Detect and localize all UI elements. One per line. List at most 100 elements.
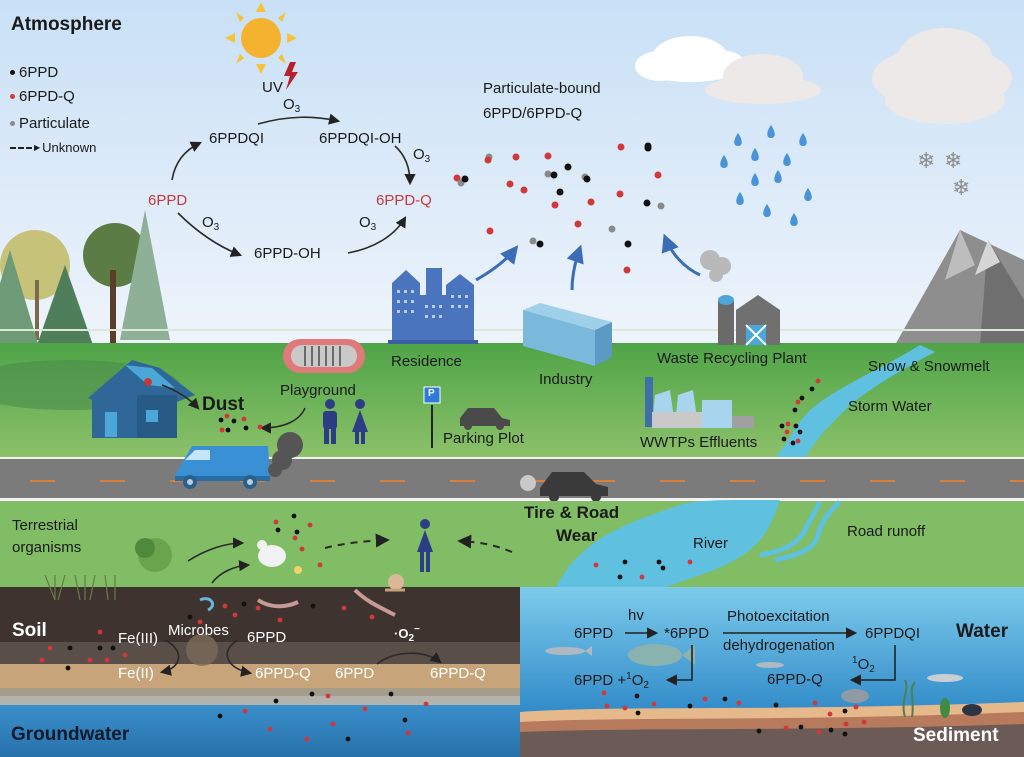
plant-icon <box>940 698 950 718</box>
road <box>0 457 1024 499</box>
particle-dots <box>39 142 867 742</box>
ozone-label: O3 <box>283 96 301 115</box>
river <box>555 500 780 589</box>
legend-label: 6PPD <box>19 64 59 81</box>
particle-dot <box>564 163 572 171</box>
particle-dot <box>702 696 708 702</box>
water-6ppd-label: 6PPD <box>574 625 614 642</box>
species-6ppd-oh: 6PPD-OH <box>254 245 321 262</box>
arrow-6ppd-to-6ppdq-soil <box>226 639 253 677</box>
arrow-soil-to-chicken <box>211 560 251 584</box>
rain-drop <box>751 148 759 161</box>
sky <box>0 0 1024 345</box>
arrow-playground-to-dust <box>259 407 306 434</box>
particle-dot <box>231 418 237 424</box>
uv-lightning-icon <box>284 62 298 90</box>
fish-icon <box>841 689 869 703</box>
superoxide-label: ·O2− <box>394 624 420 644</box>
rain-drop <box>736 192 744 205</box>
particle-dot <box>291 513 297 519</box>
legend-label: 6PPD-Q <box>19 88 75 105</box>
river-label: River <box>693 535 729 552</box>
particle-dot <box>97 629 103 635</box>
particle-dot <box>267 726 273 732</box>
particle-dot <box>660 565 666 571</box>
particle-dot <box>687 703 693 709</box>
particle-dot <box>815 378 821 384</box>
particle-dot <box>550 171 558 179</box>
water-reaction-arrows <box>625 627 896 686</box>
worm-icon <box>256 598 299 609</box>
road-runoff-label: Road runoff <box>847 523 926 540</box>
particle-dot <box>799 395 805 401</box>
rain-drop <box>734 133 742 146</box>
particle-dot <box>341 605 347 611</box>
rain-drop <box>790 213 798 226</box>
particle-dot <box>795 438 801 444</box>
particle-dot <box>277 617 283 623</box>
particle-dot <box>828 727 834 733</box>
particle-dot <box>520 186 528 194</box>
particle-dot <box>187 614 193 620</box>
particle-dot <box>310 603 316 609</box>
photoexcitation-label: Photoexcitation <box>727 608 830 625</box>
legend-item-6ppd-q: 6PPD-Q <box>10 88 75 105</box>
arrowhead-icon: ▶ <box>34 143 41 152</box>
particle-dot <box>843 721 849 727</box>
particle-dot <box>656 559 662 565</box>
particle-dot <box>827 711 833 717</box>
particle-dot <box>484 156 492 164</box>
particle-dot <box>388 691 394 697</box>
particle-dot <box>624 240 632 248</box>
worm-icon <box>199 597 214 612</box>
tire-road-wear-label-line2: Wear <box>556 526 598 545</box>
particle-dot <box>275 527 281 533</box>
particle-dot <box>797 429 803 435</box>
particle-dot <box>604 703 610 709</box>
particle-dot <box>651 701 657 707</box>
particle-dot <box>574 220 582 228</box>
particle-dot <box>39 657 45 663</box>
rain-drop <box>720 155 728 168</box>
parked-car-icon <box>460 408 510 430</box>
water-6ppd-q-label: 6PPD-Q <box>767 671 823 688</box>
svg-text:❄: ❄ <box>944 149 962 174</box>
particle-dot <box>486 227 494 235</box>
arrow-6ppdqi-to-6ppdqi-oh <box>257 113 341 125</box>
chick-icon <box>294 566 302 574</box>
particle-dot <box>65 665 71 671</box>
particle-dot <box>861 719 867 725</box>
particle-dot <box>423 701 429 707</box>
arrow-6ppd-to-6ppdqi <box>171 141 203 181</box>
industry-label: Industry <box>539 371 593 388</box>
legend-dot-particulate <box>10 121 15 126</box>
particulate-bound-label-line1: Particulate-bound <box>483 80 601 97</box>
particle-dot <box>551 201 559 209</box>
particle-dot <box>644 142 652 150</box>
particle-dot <box>345 736 351 742</box>
soil-6ppd-q-label-2: 6PPD-Q <box>430 665 486 682</box>
exhaust-smoke-icon <box>268 432 303 477</box>
particle-dot <box>304 736 310 742</box>
tire-road-wear-label-line1: Tire & Road <box>524 503 620 522</box>
reaction-arrows <box>159 113 442 677</box>
lower-grass <box>0 501 1024 589</box>
particle-dot <box>601 690 607 696</box>
particle-dot <box>812 700 818 706</box>
storm-water-label: Storm Water <box>848 398 932 415</box>
car-icon <box>520 472 608 502</box>
legend-label: Unknown <box>42 140 97 155</box>
6ppd-plus-singlet-oxygen-label: 6PPD +1O2 <box>574 671 649 691</box>
rain-drop <box>774 170 782 183</box>
particle-dot <box>795 399 801 405</box>
snow-snowmelt-label: Snow & Snowmelt <box>868 358 990 375</box>
fish-icon <box>927 674 963 682</box>
particle-dot <box>330 721 336 727</box>
particle-dot <box>219 427 225 433</box>
section-title-sediment: Sediment <box>913 725 999 746</box>
particle-dot <box>639 574 645 580</box>
particle-dot <box>241 601 247 607</box>
particle-dot <box>257 424 263 430</box>
particle-dot <box>225 427 231 433</box>
